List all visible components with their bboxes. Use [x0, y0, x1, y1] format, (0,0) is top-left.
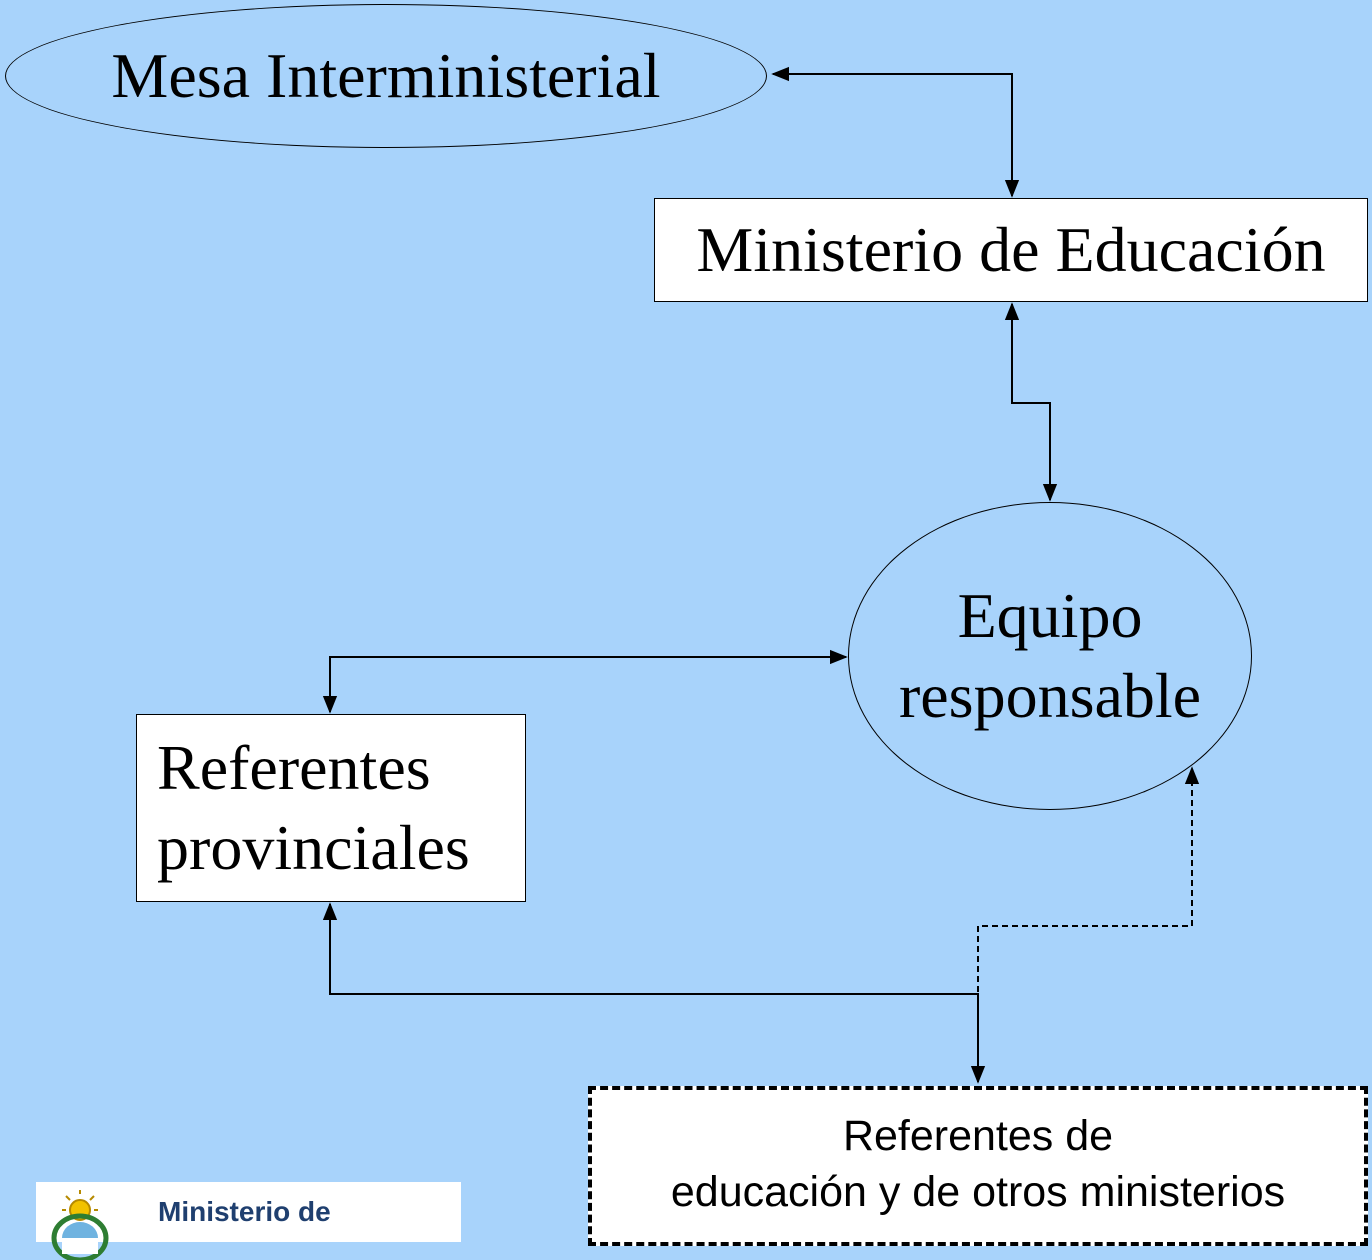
node-refedu-line-1: Referentes de	[842, 1112, 1114, 1160]
node-refprov-line-1: Referentes	[157, 732, 431, 803]
node-refprov-line-2: provinciales	[157, 812, 470, 883]
node-mesa-label: Mesa Interministerial	[111, 40, 661, 111]
node-referentes-provinciales: Referentes provinciales	[136, 714, 526, 902]
logo-text: Ministerio de	[158, 1196, 331, 1227]
ministry-logo: Ministerio de	[36, 1182, 461, 1260]
node-refedu-line-2: educación y de otros ministerios	[670, 1168, 1286, 1216]
connector-equipo-referentes-educacion-dashed	[977, 766, 1200, 1082]
connector-mesa-ministerio	[771, 66, 1020, 198]
coat-of-arms-icon	[51, 1190, 109, 1260]
node-mesa-interministerial: Mesa Interministerial	[5, 4, 767, 148]
connector-equipo-referentes-provinciales	[322, 649, 848, 714]
node-equipo-line-1: Equipo	[957, 580, 1143, 651]
node-ministerio-educacion: Ministerio de Educación	[654, 198, 1368, 302]
connector-ministerio-equipo	[1004, 302, 1058, 502]
node-equipo-line-2: responsable	[898, 660, 1202, 731]
node-referentes-educacion-otros-ministerios: Referentes de educación y de otros minis…	[588, 1086, 1368, 1246]
node-equipo-responsable: Equipo responsable	[848, 502, 1252, 810]
node-ministerio-label: Ministerio de Educación	[696, 214, 1326, 285]
connector-referentes-provinciales-referentes-educacion	[322, 902, 986, 1084]
